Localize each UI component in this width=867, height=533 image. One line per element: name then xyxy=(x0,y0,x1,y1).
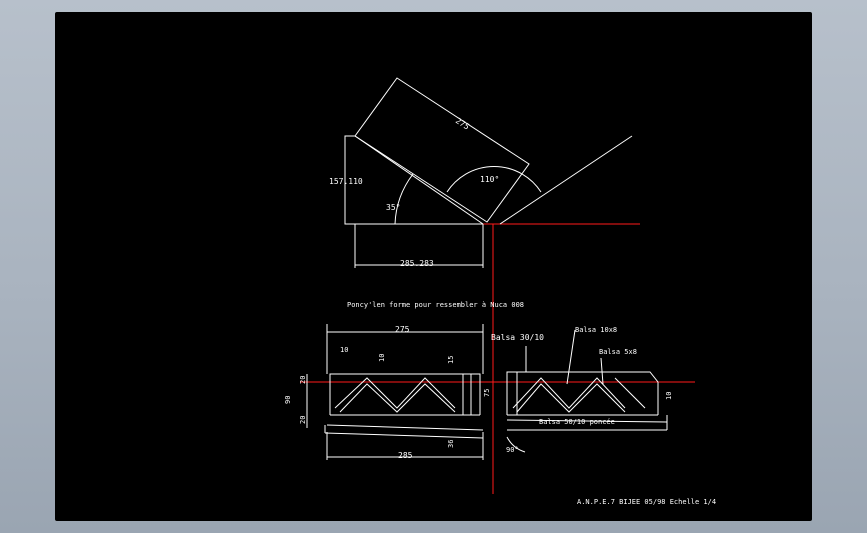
drawing-sheet: 275 157.110 35° 110° 285.283 Poncy'len f… xyxy=(55,12,812,521)
balsa-30-10: Balsa 30/10 xyxy=(491,333,544,342)
dim-36: 36 xyxy=(447,440,455,448)
block-diagonal xyxy=(354,135,484,225)
side-view-left: 275 10 10 15 20 90 20 75 36 285 xyxy=(284,324,695,460)
dim-275-side: 275 xyxy=(395,325,410,334)
dim-10-b: 10 xyxy=(378,354,386,362)
truss-web-inner xyxy=(339,383,456,413)
top-chord xyxy=(329,373,481,415)
base-strip-bottom xyxy=(324,432,484,439)
block-rotated-rect xyxy=(354,77,530,223)
dim-285-283: 285.283 xyxy=(400,259,434,268)
block-left-profile xyxy=(344,135,483,225)
dim-10-a: 10 xyxy=(340,346,348,354)
cad-drawing: 275 157.110 35° 110° 285.283 Poncy'len f… xyxy=(284,77,716,506)
note-text: Poncy'len forme pour ressembler à Nuca 0… xyxy=(347,301,524,309)
leader-balsa-10x8 xyxy=(566,329,576,385)
angle-90: 90° xyxy=(506,446,519,454)
right-angle-line xyxy=(499,135,633,225)
dim-15: 15 xyxy=(447,356,455,364)
upper-view: 275 157.110 35° 110° 285.283 xyxy=(329,77,640,494)
right-section-outline xyxy=(506,371,659,415)
balsa-5x8: Balsa 5x8 xyxy=(599,348,637,356)
dim-285: 285 xyxy=(398,451,413,460)
angle-35: 35° xyxy=(386,203,400,212)
angle-110: 110° xyxy=(480,175,499,184)
base-strip-top xyxy=(326,424,484,431)
dim-10-right: 10 xyxy=(665,392,673,400)
arc-35 xyxy=(394,173,414,225)
dim-75: 75 xyxy=(483,389,491,397)
dim-157: 157.110 xyxy=(329,177,363,186)
right-truss-web-inner xyxy=(516,383,626,413)
right-base-top xyxy=(506,419,668,423)
truss-web xyxy=(334,377,456,409)
dim-20-a: 20 xyxy=(299,376,307,384)
dim-275-top: 275 xyxy=(454,116,471,132)
right-truss-web xyxy=(512,377,626,409)
arc-90 xyxy=(506,436,526,453)
balsa-50-10: Balsa 50/10 poncée xyxy=(539,418,615,426)
title-block: A.N.P.E.7 BIJEE 05/98 Echelle 1/4 xyxy=(577,498,716,506)
balsa-10x8: Balsa 10x8 xyxy=(575,326,617,334)
side-view-right: Balsa 30/10 Balsa 10x8 Balsa 5x8 Balsa 5… xyxy=(491,326,673,454)
dim-90: 90 xyxy=(284,396,292,404)
arc-110 xyxy=(446,165,542,193)
right-diagonal xyxy=(614,377,646,409)
dim-20-b: 20 xyxy=(299,416,307,424)
leader-balsa-5x8 xyxy=(600,357,604,385)
